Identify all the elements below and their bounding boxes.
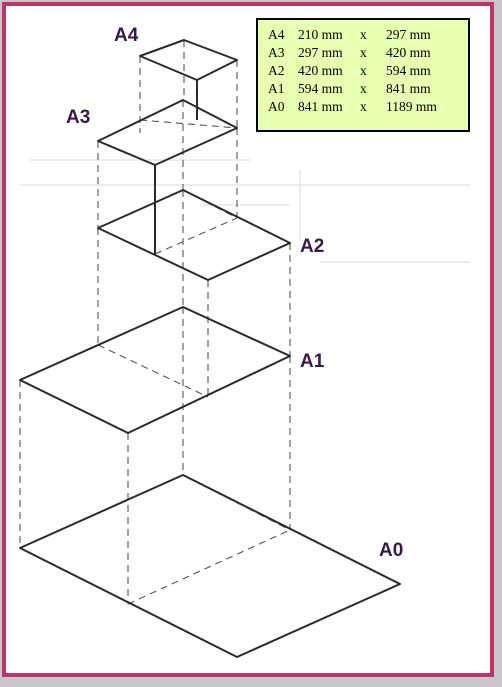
- label-a2: A2: [300, 236, 325, 257]
- legend-width: 420 mm: [298, 63, 343, 78]
- legend-row: A0 841 mm x 1189 mm: [268, 98, 468, 116]
- legend-size-name: A0: [268, 99, 285, 114]
- legend-width: 297 mm: [298, 45, 343, 60]
- legend-times: x: [360, 63, 367, 78]
- a1-sheet: [19, 306, 291, 434]
- legend-height: 841 mm: [386, 81, 431, 96]
- label-a4: A4: [114, 25, 139, 46]
- label-a3: A3: [66, 107, 91, 128]
- legend-height: 594 mm: [386, 63, 431, 78]
- legend-times: x: [360, 27, 367, 42]
- legend-size-name: A3: [268, 45, 285, 60]
- legend-width: 841 mm: [298, 99, 343, 114]
- legend-height: 1189 mm: [386, 99, 437, 114]
- legend-size-name: A1: [268, 81, 285, 96]
- legend-size-name: A2: [268, 63, 285, 78]
- background-traces: [20, 159, 470, 263]
- paper-size-legend: A4 210 mm x 297 mm A3 297 mm x 420 mm A2 420 mm…: [256, 18, 470, 132]
- legend-row: A4 210 mm x 297 mm: [268, 26, 468, 44]
- legend-row: A3 297 mm x 420 mm: [268, 44, 468, 62]
- label-a1: A1: [300, 351, 325, 372]
- legend-size-name: A4: [268, 27, 285, 42]
- legend-times: x: [360, 81, 367, 96]
- legend-width: 594 mm: [298, 81, 343, 96]
- a2-sheet: [97, 189, 291, 281]
- legend-height: 420 mm: [386, 45, 431, 60]
- legend-width: 210 mm: [298, 27, 343, 42]
- a0-sheet: [19, 474, 401, 658]
- legend-times: x: [360, 99, 367, 114]
- paper-outlines: [19, 39, 401, 658]
- legend-row: A1 594 mm x 841 mm: [268, 80, 468, 98]
- label-a0: A0: [379, 540, 404, 561]
- legend-height: 297 mm: [386, 27, 431, 42]
- legend-times: x: [360, 45, 367, 60]
- legend-row: A2 420 mm x 594 mm: [268, 62, 468, 80]
- dashed-edges: [19, 40, 291, 605]
- a3-sheet: [97, 99, 238, 166]
- a4-sheet: [139, 39, 238, 81]
